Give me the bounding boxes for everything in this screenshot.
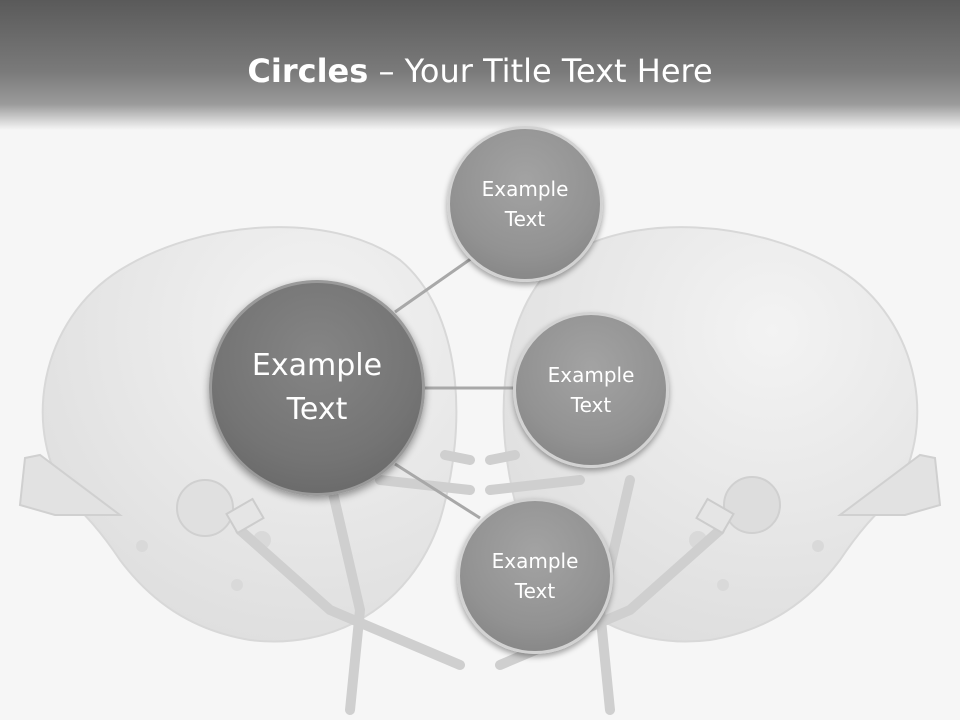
circle-top-text: Example Text	[481, 177, 569, 231]
slide-title: Circles – Your Title Text Here	[0, 52, 960, 90]
circle-middle-text: Example Text	[547, 363, 635, 417]
title-rest-part: – Your Title Text Here	[368, 52, 713, 90]
title-bold-part: Circles	[247, 52, 369, 90]
circle-center-text: Example Text	[251, 348, 383, 427]
circle-top[interactable]: Example Text	[447, 126, 603, 282]
circle-center[interactable]: Example Text	[209, 280, 425, 496]
circle-bottom[interactable]: Example Text	[457, 498, 613, 654]
title-bar	[0, 0, 960, 130]
connector-line-top	[394, 256, 473, 314]
circle-bottom-text: Example Text	[491, 549, 579, 603]
circle-middle[interactable]: Example Text	[513, 312, 669, 468]
connector-line-bottom	[394, 462, 481, 520]
